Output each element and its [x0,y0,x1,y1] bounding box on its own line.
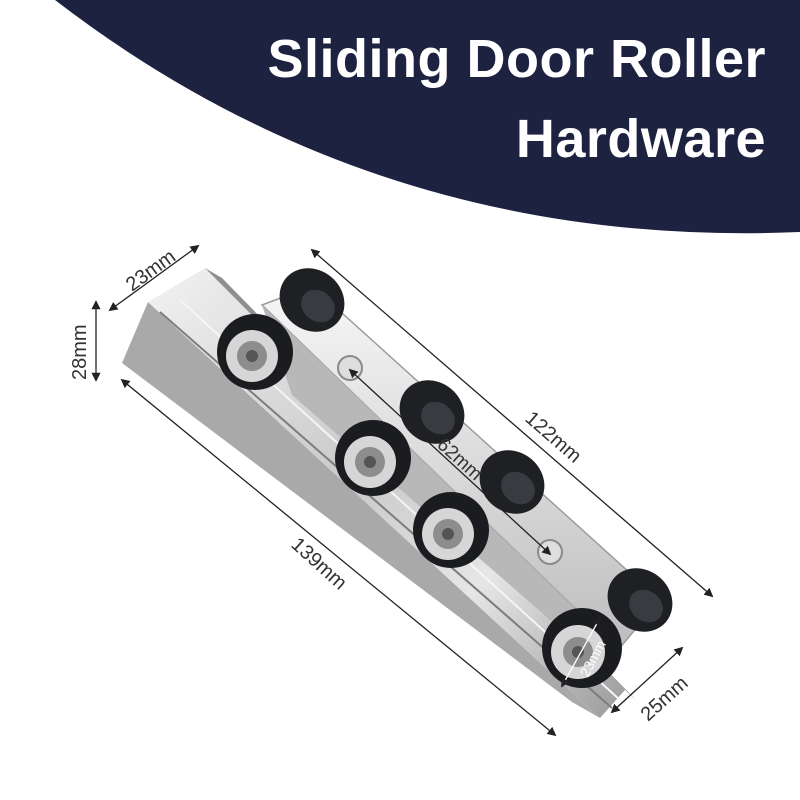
title-line-2: Hardware [515,109,766,169]
dimension-label-width-bottom: 25mm [637,672,693,726]
wheel-icon [335,420,411,496]
mount-hole-icon [537,539,563,565]
wheel-icon [217,314,293,390]
dimension-arrow-icon [108,244,200,312]
title-line-1: Sliding Door Roller [267,29,766,89]
wheel-icon [413,492,489,568]
dimension-label-height: 28mm [69,324,91,380]
dimension-arrow-icon [561,616,601,688]
dimension-arrow-icon [120,378,557,737]
dimension-arrow-icon [610,646,684,714]
wheel-icon [542,608,622,688]
dimension-label-rail-length: 139mm [287,533,351,594]
mount-hole-icon [337,355,363,381]
dimension-lines [91,244,714,737]
